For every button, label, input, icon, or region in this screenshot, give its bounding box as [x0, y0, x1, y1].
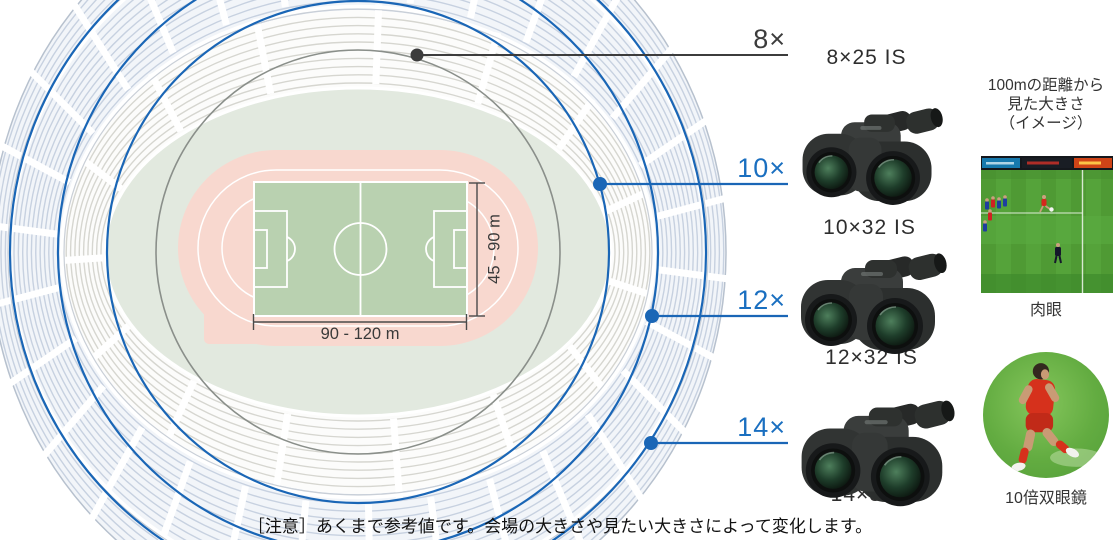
field-width-label: 90 - 120 m: [320, 325, 400, 343]
product-label-8x25: 8×25 IS: [826, 46, 907, 69]
title-line-1: 100mの距離から: [987, 77, 1105, 94]
mag-label-14x: 14×: [737, 412, 786, 442]
leader-8x: [410, 48, 788, 62]
fov-circle-8x: [155, 49, 561, 455]
seat-rows: [0, 0, 725, 540]
binocular-view-caption: 10倍双眼鏡: [1005, 490, 1087, 507]
leader-10x: [593, 177, 788, 191]
tier-edge-2: [7, 0, 709, 540]
fov-circle-14x: [9, 0, 707, 540]
leader-14x: [644, 436, 788, 450]
tier-edge-1: [63, 8, 653, 496]
leader-12x: [645, 309, 788, 323]
title-line-2: 見た大きさ: [1007, 96, 1085, 113]
tier-gap-1: [59, 4, 657, 500]
title-line-3: （イメージ）: [999, 115, 1093, 132]
naked-eye-photo: [981, 156, 1113, 293]
binoculars-image-12x32: [789, 243, 949, 357]
fov-circle-10x: [105, 0, 611, 505]
aisle-dividers: [0, 0, 730, 540]
mag-label-10x: 10×: [737, 153, 786, 183]
mag-label-8x: 8×: [753, 24, 786, 54]
fov-circle-12x: [56, 0, 660, 540]
goalkeeper-player: [1054, 243, 1062, 264]
field-dimension-lines: [252, 182, 485, 330]
kicker-player: [1039, 195, 1054, 213]
comparison-panel-title: 100mの距離から 見た大きさ （イメージ）: [972, 76, 1120, 133]
mag-label-12x: 12×: [737, 285, 786, 315]
field-height-label: 45 - 90 m: [485, 214, 504, 284]
track-lane-line-outer: [197, 169, 519, 327]
binoculars-image-10x32: [791, 98, 945, 208]
zoomed-player: [1011, 363, 1079, 472]
product-label-10x32: 10×32 IS: [823, 216, 916, 239]
player-wall: [983, 195, 1007, 232]
soccer-field: [253, 181, 468, 317]
binocular-view-photo: [983, 352, 1109, 478]
stadium-diagram: [0, 0, 788, 540]
naked-eye-caption: 肉眼: [1029, 302, 1062, 319]
disclaimer-note: ［注意］あくまで参考値です。会場の大きさや見たい大きさによって変化します。: [247, 517, 873, 536]
binoculars-image-14x32: [789, 390, 957, 509]
